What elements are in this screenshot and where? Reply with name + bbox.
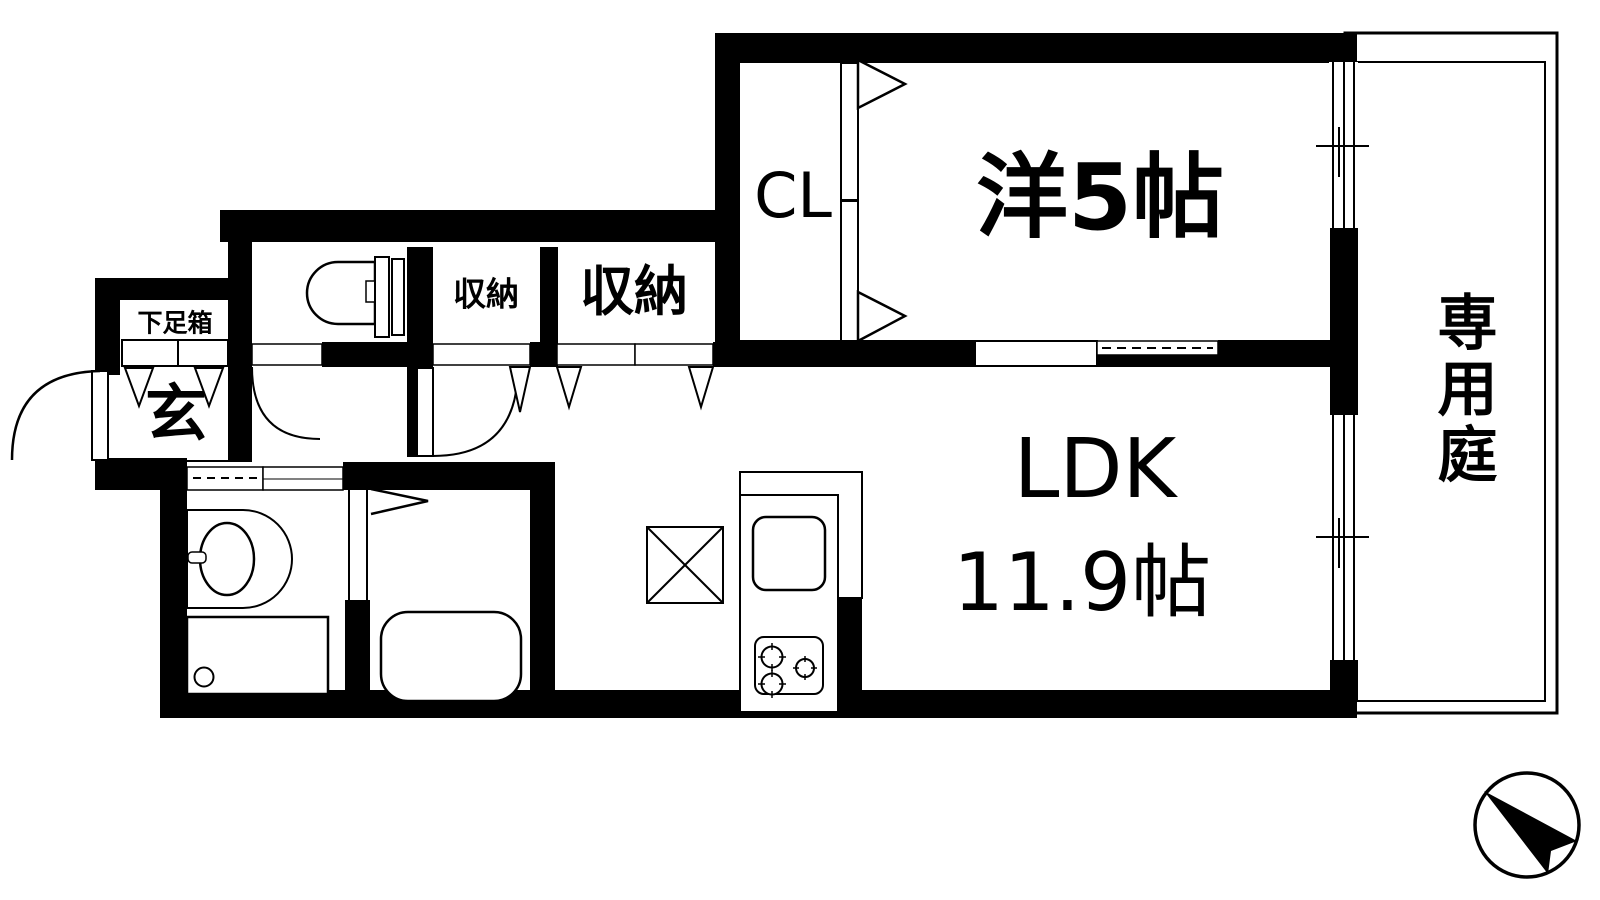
bedroom-sliding-door <box>974 340 1219 367</box>
toilet-icon <box>305 256 405 338</box>
bathroom-folding-door <box>348 487 429 601</box>
closet-label: CL <box>754 159 832 232</box>
washing-machine-pan-icon <box>185 615 330 696</box>
ldk-label: LDK <box>1013 422 1177 517</box>
storage-small-door <box>416 343 532 457</box>
storage-small-label: 収納 <box>453 274 519 314</box>
bedroom-window <box>1316 62 1369 228</box>
bathtub-icon <box>379 610 523 703</box>
ldk-window <box>1316 415 1369 660</box>
kitchen-sink-icon <box>751 515 827 592</box>
western-room-label: 洋5帖 <box>975 144 1225 251</box>
shoe-cabinet <box>121 339 229 409</box>
ldk-size-label: 11.9帖 <box>952 536 1212 629</box>
private-garden-label: 専用庭 <box>1427 291 1497 489</box>
entrance-door <box>10 369 109 461</box>
washroom-sliding-door <box>186 466 344 491</box>
shoe-box-label: 下足箱 <box>137 308 213 338</box>
north-arrow-icon <box>1473 771 1581 879</box>
closet-folding-door <box>840 57 908 344</box>
toilet-door <box>251 343 323 440</box>
storage-large-label: 収納 <box>580 260 688 323</box>
private-garden-border <box>1343 31 1559 715</box>
washbasin-icon <box>186 509 293 609</box>
refrigerator-icon <box>646 526 724 604</box>
storage-large-door <box>555 343 715 411</box>
gas-stove-icon <box>754 636 824 698</box>
entrance-label: 玄 <box>144 377 208 450</box>
